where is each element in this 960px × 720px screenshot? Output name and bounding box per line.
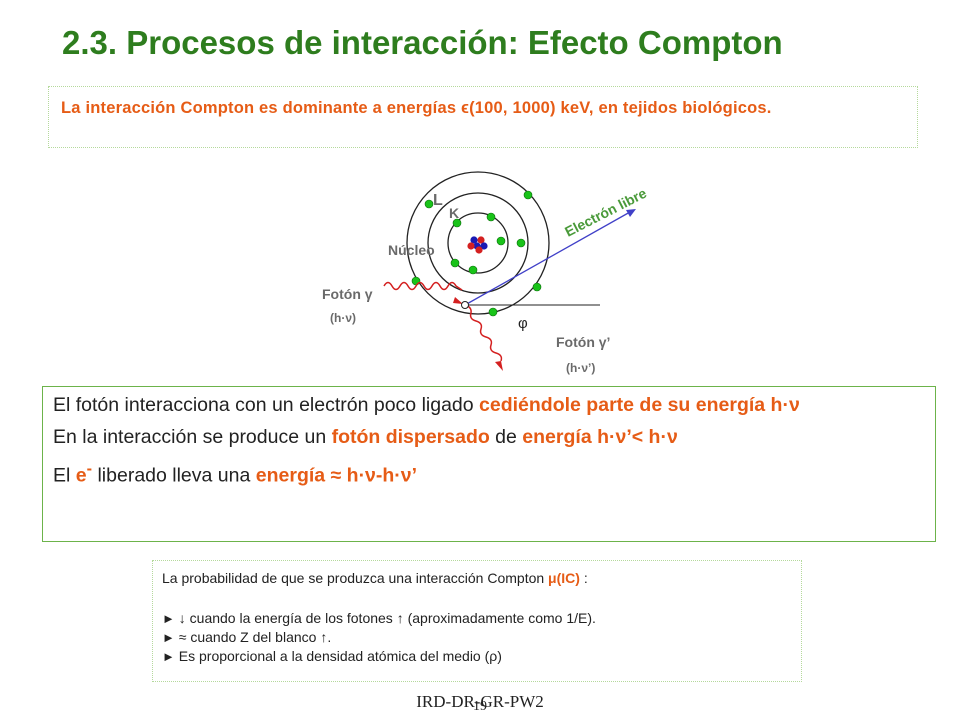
label-k: K (449, 205, 459, 221)
incoming-photon-arrowhead (453, 297, 463, 304)
arrow-up-icon: ↑ (396, 610, 404, 626)
electron (532, 282, 542, 292)
explanation-line-2: En la interacción se produce un fotón di… (53, 426, 678, 448)
label-photon-out-energy: (h·ν’) (566, 361, 595, 375)
nucleus (467, 236, 488, 254)
orbit-k (427, 192, 529, 294)
page-title: 2.3. Procesos de interacción: Efecto Com… (62, 24, 783, 61)
probability-box: La probabilidad de que se produzca una i… (152, 560, 802, 682)
label-l: L (433, 192, 443, 209)
electron (486, 212, 496, 222)
label-electron: Electrón libre (562, 185, 649, 240)
page-number: 19 (473, 699, 487, 714)
bullet-icon: ► (162, 611, 175, 626)
electron (450, 258, 460, 268)
intro-box: La interacción Compton es dominante a en… (48, 86, 918, 148)
label-angle: φ (518, 315, 528, 332)
electron (523, 190, 533, 200)
footer-code: IRD-DR-GR-PW2 (416, 692, 544, 711)
compton-diagram: L K Núcleo Electrón libre Fotón γ (h·ν) … (322, 171, 649, 375)
electron (424, 199, 434, 209)
probability-item-1: ► ↓ cuando la energía de los fotones ↑ (… (162, 610, 596, 626)
intro-text: La interacción Compton es dominante a en… (61, 99, 772, 117)
explanation-line-1: El fotón interacciona con un electrón po… (53, 394, 800, 416)
label-nucleus: Núcleo (388, 242, 435, 258)
label-photon-in-energy: (h·ν) (330, 311, 356, 325)
probability-intro: La probabilidad de que se produzca una i… (162, 570, 588, 586)
explanation-line-3: El e- liberado lleva una energía ≈ h·ν-h… (53, 460, 418, 487)
electron (452, 218, 462, 228)
explanation-box: El fotón interacciona con un electrón po… (42, 386, 936, 542)
interaction-point (461, 301, 469, 309)
electron (468, 265, 478, 275)
electron (516, 238, 526, 248)
label-photon-out: Fotón γ’ (556, 334, 610, 350)
scattered-photon-arrowhead (495, 361, 503, 371)
orbit-l (406, 171, 550, 315)
probability-item-2: ► ≈ cuando Z del blanco ↑. (162, 629, 332, 645)
incoming-photon (383, 281, 463, 291)
electron (488, 307, 498, 317)
bullet-icon: ► (162, 630, 175, 645)
electron (411, 276, 421, 286)
electrons (411, 190, 542, 317)
orbit-inner (447, 212, 509, 274)
electron-arrow (464, 209, 636, 306)
scattered-photon (464, 304, 503, 362)
label-photon-in: Fotón γ (322, 286, 373, 302)
electron (496, 236, 506, 246)
bullet-icon: ► (162, 649, 175, 664)
arrow-up-icon: ↑ (320, 629, 328, 645)
probability-item-3: ► Es proporcional a la densidad atómica … (162, 648, 502, 664)
